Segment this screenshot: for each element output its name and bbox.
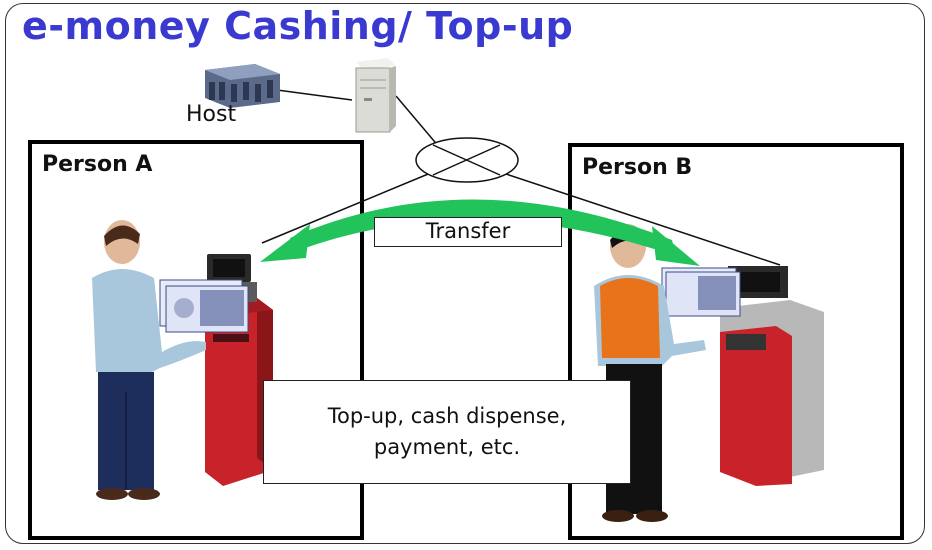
banknotes-icon	[661, 267, 741, 317]
services-line-1: Top-up, cash dispense,	[327, 404, 567, 428]
transfer-label: Transfer	[374, 217, 562, 247]
services-box: Top-up, cash dispense, payment, etc.	[263, 380, 631, 484]
person-a-panel	[28, 140, 364, 540]
atm-icon	[720, 266, 824, 486]
services-line-2: payment, etc.	[373, 435, 521, 459]
server-icon	[355, 58, 396, 133]
transfer-arrow-icon	[260, 199, 700, 266]
host-label: Host	[186, 102, 237, 127]
mainframe-icon	[205, 64, 280, 108]
network-router-icon	[415, 137, 519, 183]
diagram-frame	[5, 3, 925, 544]
person-b-label: Person B	[582, 155, 693, 180]
page-title: e-money Cashing/ Top-up	[22, 4, 574, 48]
person-b-panel	[568, 143, 904, 540]
person-a-label: Person A	[42, 152, 153, 177]
banknotes-icon	[159, 279, 249, 333]
person-icon	[92, 220, 206, 500]
